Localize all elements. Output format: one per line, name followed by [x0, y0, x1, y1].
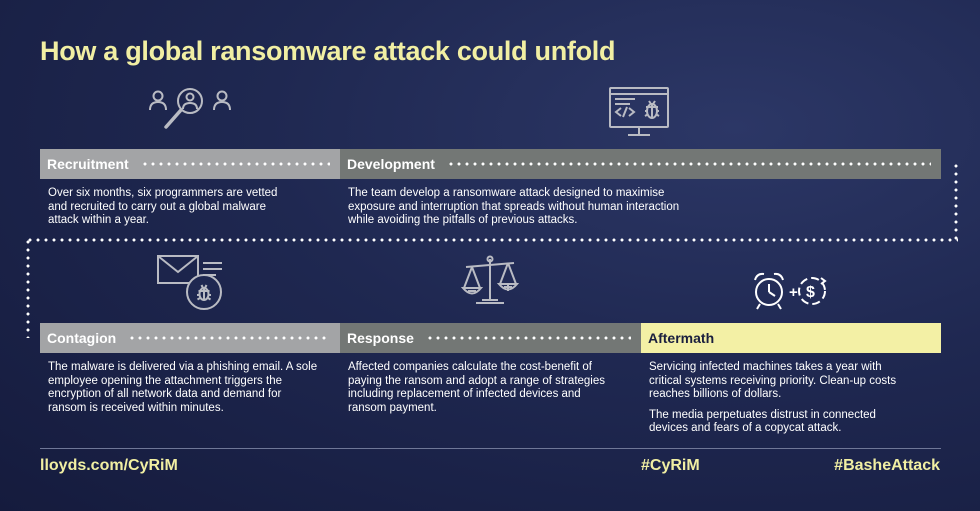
balance-scale-icon	[458, 254, 522, 308]
description-paragraph: Servicing infected machines takes a year…	[649, 361, 897, 401]
page-title: How a global ransomware attack could unf…	[40, 36, 616, 66]
stage-bar-recruitment: Recruitment	[40, 149, 340, 179]
stage-label-recruitment: Recruitment	[47, 156, 129, 172]
stage-label-aftermath: Aftermath	[648, 330, 715, 346]
footer-link[interactable]: lloyds.com/CyRiM	[40, 457, 178, 474]
monitor-code-bug-icon	[608, 86, 672, 142]
stage-bar-response: Response	[340, 323, 641, 353]
dotted-connector	[128, 323, 330, 353]
flow-connector-left	[26, 238, 30, 338]
stage-description-development: The team develop a ransomware attack des…	[348, 187, 693, 228]
description-paragraph: Over six months, six programmers are vet…	[48, 187, 278, 227]
description-paragraph: The malware is delivered via a phishing …	[48, 361, 318, 414]
aftermath-plus-sign: +	[789, 284, 798, 301]
footer-divider	[40, 448, 941, 449]
stage-bar-contagion: Contagion	[40, 323, 340, 353]
people-magnifier-icon	[148, 86, 234, 136]
email-bug-icon	[156, 253, 226, 311]
stage-label-contagion: Contagion	[47, 330, 117, 346]
alarm-clock-plus-dollar-icon: + $	[750, 269, 832, 313]
footer-hashtag-cyrim[interactable]: #CyRiM	[641, 457, 700, 474]
stage-bar-aftermath: Aftermath	[641, 323, 941, 353]
footer-hashtag-basheattack[interactable]: #BasheAttack	[834, 457, 940, 474]
aftermath-dollar-sign: $	[806, 284, 815, 301]
stage-description-contagion: The malware is delivered via a phishing …	[48, 361, 318, 415]
stage-description-aftermath: Servicing infected machines takes a year…	[649, 361, 899, 436]
stage-label-response: Response	[347, 330, 414, 346]
flow-connector-middle	[26, 238, 958, 242]
dotted-connector	[425, 323, 631, 353]
stage-description-response: Affected companies calculate the cost-be…	[348, 361, 610, 415]
description-paragraph: The media perpetuates distrust in connec…	[649, 408, 876, 435]
stage-label-development: Development	[347, 156, 435, 172]
description-paragraph: The team develop a ransomware attack des…	[348, 187, 680, 227]
stage-description-recruitment: Over six months, six programmers are vet…	[48, 187, 298, 228]
description-paragraph: Affected companies calculate the cost-be…	[348, 361, 606, 414]
dotted-connector	[140, 149, 330, 179]
dotted-connector	[446, 149, 931, 179]
stage-bar-development: Development	[340, 149, 941, 179]
flow-connector-right	[954, 162, 958, 242]
